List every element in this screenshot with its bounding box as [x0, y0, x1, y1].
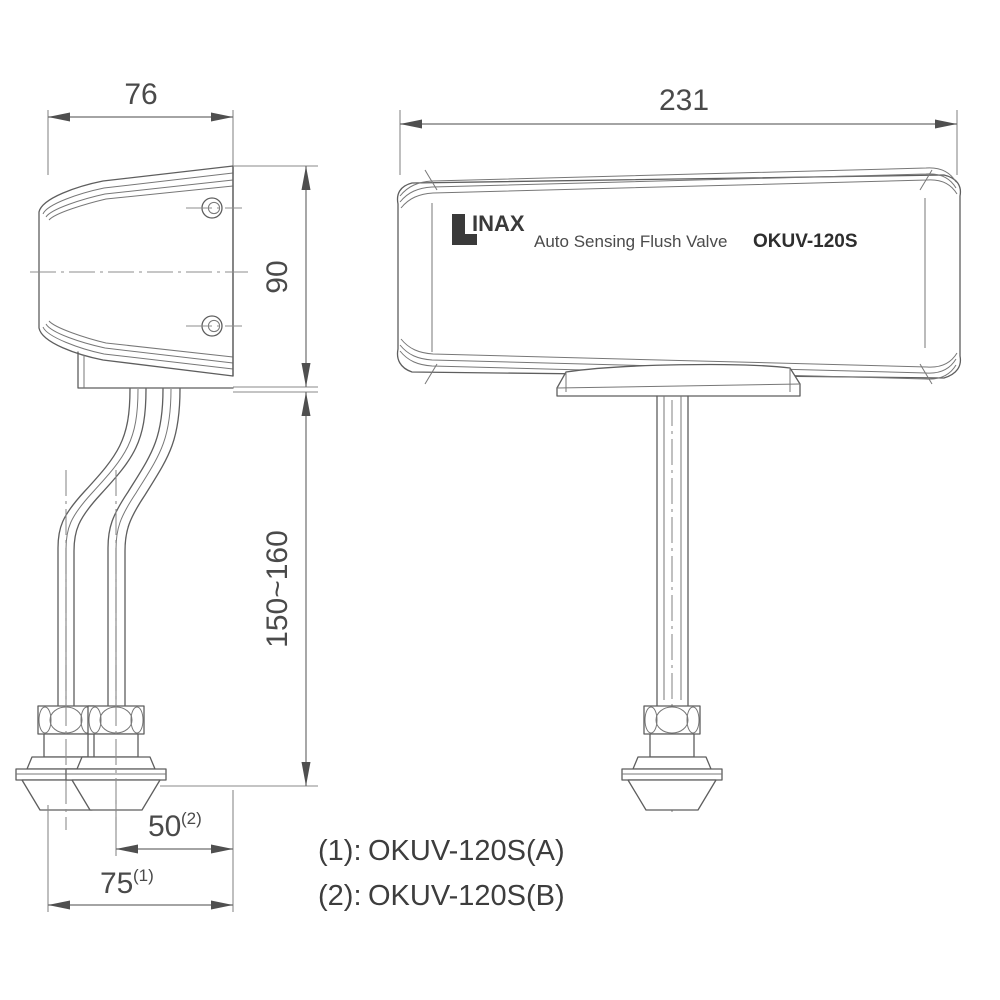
dim-label-90: 90	[261, 260, 294, 293]
dim-label-50: 50	[148, 810, 181, 843]
faceplate-branding: INAX Auto Sensing Flush Valve OKUV-120S	[452, 211, 858, 252]
dimension-height-150-160: 150~160	[160, 391, 318, 787]
inax-brand-text: INAX	[472, 211, 525, 236]
side-view: 76	[15, 78, 318, 912]
screw-hole-upper	[186, 197, 242, 219]
supply-pipes	[57, 388, 181, 715]
note-text-1: OKUV-120S(A)	[368, 835, 565, 867]
note-marker-1: (1):	[318, 835, 362, 867]
product-label-text: Auto Sensing Flush Valve	[534, 232, 727, 251]
note-text-2: OKUV-120S(B)	[368, 880, 565, 912]
side-view-body	[38, 165, 234, 389]
dim-label-231: 231	[659, 84, 709, 117]
spout-shroud	[556, 363, 801, 397]
front-view: 231	[396, 84, 962, 812]
dim-label-50-superscript: (2)	[181, 809, 202, 828]
front-view-body	[396, 167, 962, 385]
dim-label-75: 75	[100, 867, 133, 900]
note-marker-2: (2):	[318, 880, 362, 912]
dimension-width-231: 231	[399, 84, 958, 175]
dim-label-150-160: 150~160	[261, 530, 294, 648]
screw-hole-lower	[186, 315, 242, 337]
pipe-coupling-right	[65, 700, 167, 830]
dimension-width-76: 76	[47, 78, 234, 175]
dim-label-76: 76	[124, 78, 157, 111]
notes-block: (1): OKUV-120S(A) (2): OKUV-120S(B)	[318, 835, 565, 912]
front-pipe-coupling	[621, 705, 723, 811]
dimension-spread-75: 75 (1)	[47, 805, 234, 912]
dimension-spread-50: 50 (2)	[115, 790, 234, 856]
dim-label-75-superscript: (1)	[133, 866, 154, 885]
inax-logo-icon	[452, 214, 477, 245]
model-number-text: OKUV-120S	[753, 231, 858, 252]
dimension-height-90: 90	[233, 165, 318, 388]
